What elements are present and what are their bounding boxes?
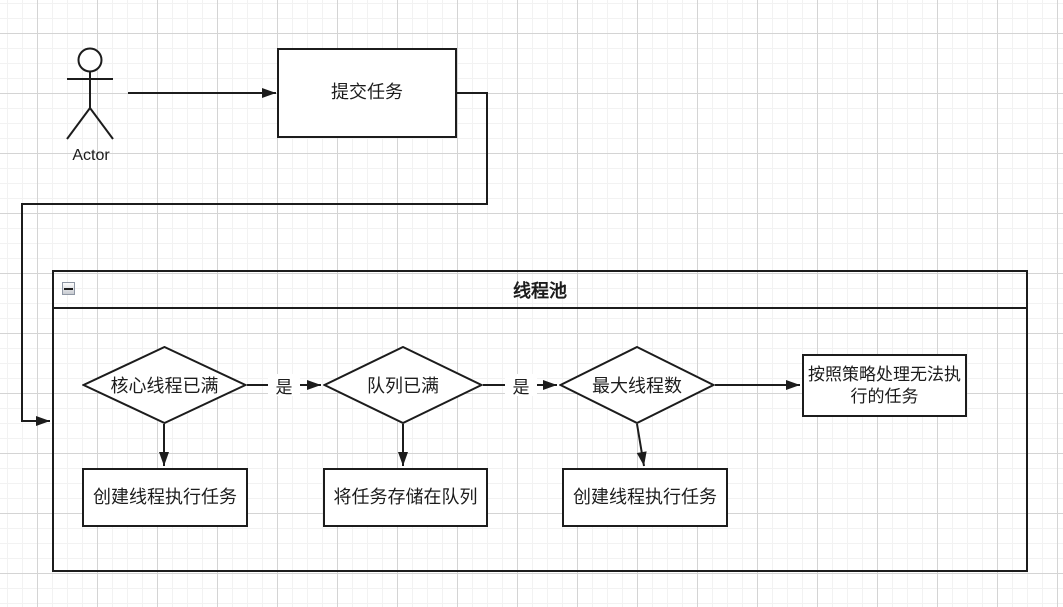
action-store-in-queue-label: 将任务存储在队列 bbox=[333, 486, 478, 507]
action-reject-policy[interactable]: 按照策略处理无法执 行的任务 bbox=[802, 354, 967, 417]
connector-decision3-to-action3[interactable] bbox=[636, 423, 647, 467]
pool-title: 线程池 bbox=[513, 280, 567, 301]
action-reject-policy-line1: 按照策略处理无法执 bbox=[808, 365, 961, 385]
actor-figure[interactable] bbox=[64, 44, 116, 144]
decision-max-threads[interactable]: 最大线程数 bbox=[559, 346, 715, 424]
action-store-in-queue[interactable]: 将任务存储在队列 bbox=[323, 468, 488, 527]
edge-label-yes-1[interactable]: 是 bbox=[268, 374, 300, 397]
action-create-thread-2-label: 创建线程执行任务 bbox=[573, 486, 717, 507]
decision-queue-full[interactable]: 队列已满 bbox=[323, 346, 483, 424]
minus-icon bbox=[64, 287, 73, 290]
pool-container[interactable]: 线程池 bbox=[52, 270, 1028, 572]
connector-submit-to-pool[interactable] bbox=[21, 92, 488, 426]
action-create-thread-1-label: 创建线程执行任务 bbox=[93, 486, 237, 507]
edge-label-yes-2[interactable]: 是 bbox=[505, 374, 537, 397]
decision-queue-full-label: 队列已满 bbox=[367, 376, 439, 396]
actor-label: Actor bbox=[72, 147, 110, 164]
submit-task-node[interactable]: 提交任务 bbox=[277, 48, 457, 138]
action-create-thread-2[interactable]: 创建线程执行任务 bbox=[562, 468, 728, 527]
submit-task-label: 提交任务 bbox=[331, 82, 403, 103]
action-reject-policy-line2: 行的任务 bbox=[850, 386, 919, 406]
actor-head-icon bbox=[77, 47, 103, 73]
decision-core-threads-full-label: 核心线程已满 bbox=[110, 376, 219, 396]
decision-max-threads-label: 最大线程数 bbox=[592, 376, 682, 396]
action-create-thread-1[interactable]: 创建线程执行任务 bbox=[82, 468, 248, 527]
decision-core-threads-full[interactable]: 核心线程已满 bbox=[82, 346, 247, 424]
pool-title-bar: 线程池 bbox=[54, 272, 1026, 309]
collapse-button[interactable] bbox=[62, 282, 75, 295]
